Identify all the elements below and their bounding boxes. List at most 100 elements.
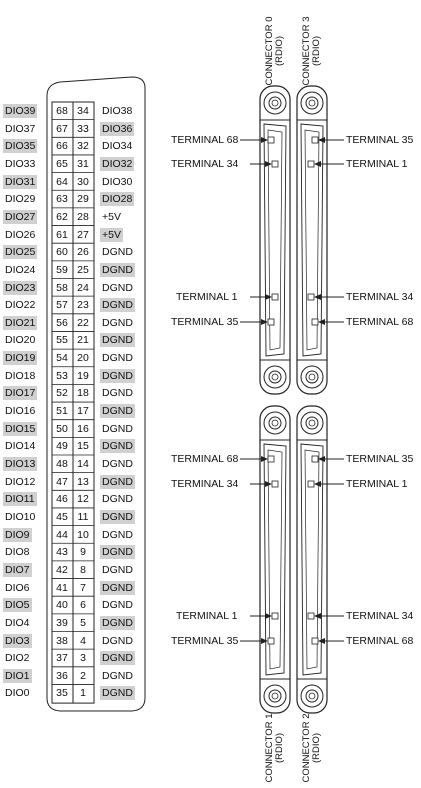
terminal-label: TERMINAL 35 bbox=[346, 134, 414, 146]
lead-bot-l1-arrow bbox=[261, 456, 268, 462]
pin-number-right: 10 bbox=[77, 529, 89, 541]
pin-signal-right: DGND bbox=[100, 263, 135, 277]
connector-2-body bbox=[296, 405, 328, 714]
pin-signal-right: DIO34 bbox=[102, 140, 133, 152]
lead-bot-r4-pin bbox=[311, 637, 319, 645]
connector-0-shell-inner bbox=[267, 129, 283, 351]
terminal-label: TERMINAL 35 bbox=[171, 635, 239, 647]
pin-number-left: 37 bbox=[56, 652, 68, 664]
pin-signal-right: DGND bbox=[100, 581, 135, 595]
pin-signal-left: DIO29 bbox=[5, 193, 36, 205]
pin-number-left: 65 bbox=[56, 158, 68, 170]
pin-number-left: 41 bbox=[56, 582, 68, 594]
connector-0-screw-bottom-core bbox=[271, 373, 279, 381]
pin-signal-left: DIO13 bbox=[3, 457, 38, 471]
pin-number-right: 25 bbox=[77, 264, 89, 276]
lead-top-l3-arrow bbox=[265, 294, 272, 300]
pin-number-left: 61 bbox=[56, 229, 68, 241]
lead-top-l4-pin bbox=[267, 318, 275, 326]
pin-signal-right: DIO30 bbox=[102, 176, 133, 188]
pin-number-right: 30 bbox=[77, 176, 89, 188]
terminal-label: TERMINAL 1 bbox=[176, 610, 238, 622]
pin-signal-left: DIO26 bbox=[5, 229, 36, 241]
pin-signal-right: DGND bbox=[100, 686, 135, 700]
lead-top-r2-pin bbox=[307, 160, 315, 168]
connector-0-label: CONNECTOR 0(RDIO) bbox=[264, 16, 285, 86]
connector-2-screw-bottom-inner bbox=[305, 689, 319, 703]
pin-number-right: 26 bbox=[77, 246, 89, 258]
lead-top-r1-arrow bbox=[318, 137, 325, 143]
pin-signal-right: DGND bbox=[102, 458, 133, 470]
lead-bot-r2-arrow bbox=[314, 481, 321, 487]
connector-2-screw-top-inner bbox=[305, 416, 319, 430]
connector-3-screw-bottom-inner bbox=[305, 370, 319, 384]
pin-number-right: 7 bbox=[80, 582, 86, 594]
terminal-label: TERMINAL 35 bbox=[346, 453, 414, 465]
connector-1-body bbox=[259, 405, 291, 714]
pin-signal-left: DIO37 bbox=[5, 123, 36, 135]
pin-signal-right: +5V bbox=[100, 228, 123, 242]
pin-signal-left: DIO17 bbox=[3, 386, 38, 400]
pin-number-left: 49 bbox=[56, 440, 68, 452]
lead-top-l1-pin bbox=[267, 136, 275, 144]
connector-2-screw-top bbox=[300, 411, 324, 435]
pin-number-left: 60 bbox=[56, 246, 68, 258]
connector-3-screw-bottom bbox=[300, 365, 324, 389]
pin-signal-left: DIO14 bbox=[5, 440, 36, 452]
terminal-label: TERMINAL 1 bbox=[346, 478, 408, 490]
pin-signal-left: DIO15 bbox=[3, 422, 38, 436]
connector-3-shell-inner bbox=[304, 129, 320, 351]
pin-number-left: 66 bbox=[56, 140, 68, 152]
lead-top-l2-pin bbox=[271, 160, 279, 168]
pin-signal-left: DIO0 bbox=[5, 687, 30, 699]
pin-signal-left: DIO11 bbox=[3, 492, 37, 506]
pin-number-right: 13 bbox=[77, 476, 89, 488]
connector-3-shell bbox=[300, 123, 324, 357]
pin-number-right: 6 bbox=[80, 599, 86, 611]
lead-bot-r3-arrow bbox=[314, 613, 321, 619]
pin-number-right: 24 bbox=[77, 282, 89, 294]
pin-signal-left: DIO35 bbox=[3, 139, 38, 153]
lead-bot-l2-pin bbox=[271, 480, 279, 488]
pin-number-right: 33 bbox=[77, 123, 89, 135]
pin-number-right: 28 bbox=[77, 211, 89, 223]
pin-signal-left: DIO18 bbox=[5, 370, 36, 382]
pin-number-right: 31 bbox=[77, 158, 89, 170]
pin-signal-left: DIO7 bbox=[3, 563, 32, 577]
pin-signal-left: DIO23 bbox=[3, 281, 38, 295]
pin-number-left: 51 bbox=[56, 405, 68, 417]
pin-signal-right: DGND bbox=[100, 475, 135, 489]
pin-number-right: 18 bbox=[77, 387, 89, 399]
connector-2-screw-bottom-core bbox=[308, 692, 316, 700]
lead-bot-r2-pin bbox=[307, 480, 315, 488]
pin-signal-right: DGND bbox=[102, 387, 133, 399]
pin-signal-right: DGND bbox=[102, 564, 133, 576]
pin-signal-left: DIO24 bbox=[5, 264, 36, 276]
connector-1-screw-top bbox=[263, 411, 287, 435]
pin-signal-left: DIO5 bbox=[3, 598, 32, 612]
pin-number-right: 17 bbox=[77, 405, 89, 417]
connector-1-screw-bottom bbox=[263, 684, 287, 708]
pin-number-right: 15 bbox=[77, 440, 89, 452]
terminal-label: TERMINAL 68 bbox=[346, 316, 414, 328]
connector-2-screw-top-core bbox=[308, 419, 316, 427]
pin-signal-right: DGND bbox=[100, 510, 135, 524]
lead-top-l3-pin bbox=[271, 293, 279, 301]
lead-bot-l4-arrow bbox=[261, 638, 268, 644]
pin-number-right: 4 bbox=[80, 635, 86, 647]
lead-top-l2-arrow bbox=[265, 161, 272, 167]
pin-number-left: 50 bbox=[56, 423, 68, 435]
pin-signal-left: DIO6 bbox=[5, 582, 30, 594]
pin-signal-right: DGND bbox=[102, 282, 133, 294]
pin-signal-right: DGND bbox=[100, 369, 135, 383]
lead-top-r4-pin bbox=[311, 318, 319, 326]
pin-signal-left: DIO20 bbox=[5, 334, 36, 346]
pin-signal-right: DGND bbox=[102, 246, 133, 258]
pin-number-left: 55 bbox=[56, 334, 68, 346]
pin-number-left: 63 bbox=[56, 193, 68, 205]
pin-signal-left: DIO21 bbox=[3, 316, 38, 330]
connector-3-screw-top bbox=[300, 91, 324, 115]
pin-number-right: 29 bbox=[77, 193, 89, 205]
